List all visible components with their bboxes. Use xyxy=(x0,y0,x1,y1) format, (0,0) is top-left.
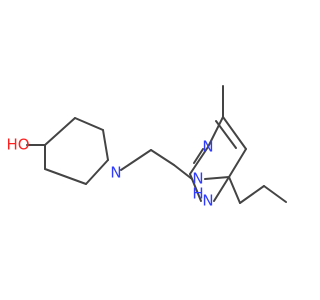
bond-pyr-c2-n1-double xyxy=(193,148,204,164)
bond-c2-n1 xyxy=(102,129,109,161)
bond-pyr-n3-c4 xyxy=(213,176,230,202)
bond-propyl-1 xyxy=(228,176,241,204)
bond-pyr-n1-c2 xyxy=(189,146,209,175)
bond-pyr-c2-n3 xyxy=(189,173,202,202)
bond-pyr-c6-n1 xyxy=(207,116,224,148)
bond-nh-c4-pyrimidine xyxy=(204,176,230,180)
bond-propyl-3 xyxy=(263,185,287,203)
bond-ch2b-nh xyxy=(173,164,193,180)
bond-c6-c5 xyxy=(44,168,87,185)
atom-label-n-pyrimidine-bottom: N xyxy=(202,192,213,210)
bond-c3-c2 xyxy=(74,117,104,131)
bond-propyl-2 xyxy=(239,185,265,204)
bond-n1-ch2a xyxy=(120,149,152,171)
bond-n1-c6 xyxy=(85,159,109,185)
bond-c4-c3 xyxy=(44,117,76,146)
molecule-canvas: HO N N H N N xyxy=(6,85,287,210)
bond-pyr-c5-c6 xyxy=(222,116,247,150)
bond-ch2a-ch2b xyxy=(150,149,175,166)
bond-pyr-c4-c5 xyxy=(228,148,247,178)
atom-label-n-pyrimidine-top: N xyxy=(202,138,213,156)
atom-label-n-piperidine: N xyxy=(110,164,121,182)
atom-label-ho: HO xyxy=(6,136,29,154)
atom-label-h-amine: H xyxy=(192,185,203,203)
molecule-structure: HO N N H N N xyxy=(6,85,287,210)
atom-label-nh: N xyxy=(192,170,203,188)
